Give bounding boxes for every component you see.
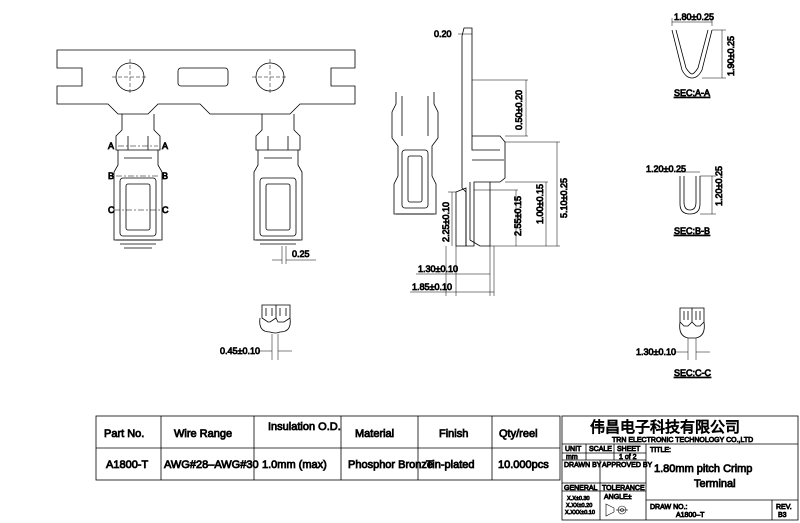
cut-label-c-right: C bbox=[162, 205, 169, 215]
dim-050-label: 0.50±0.20 bbox=[514, 90, 524, 130]
dim-180-label: 1.80±0.25 bbox=[674, 12, 714, 22]
feed-slot bbox=[177, 67, 229, 87]
section-a-a bbox=[671, 18, 726, 79]
sheet-value: 1 of 2 bbox=[619, 454, 637, 461]
sec-c-label: SEC:C-C bbox=[674, 368, 712, 378]
dim-045-label: 0.45±0.10 bbox=[220, 346, 260, 356]
dim-120b-label: 1.20±0.25 bbox=[714, 166, 724, 206]
dim-185-label: 1.85±0.10 bbox=[412, 282, 452, 292]
cut-label-a-left: A bbox=[108, 141, 114, 151]
spec-cell-insulation: 1.0mm (max) bbox=[262, 459, 327, 471]
dim-225-label: 2.25±0.10 bbox=[441, 202, 451, 242]
terminal-front-right bbox=[253, 114, 303, 245]
spec-header-finish: Finish bbox=[439, 428, 468, 440]
tolerance-label: TOLERANCE bbox=[602, 485, 645, 492]
dim-120a-label: 1.20±0.25 bbox=[646, 164, 686, 174]
scale-label: SCALE bbox=[589, 446, 612, 453]
spec-cell-material: Phosphor Bronze bbox=[348, 459, 433, 471]
spec-header-material: Material bbox=[355, 428, 394, 440]
cut-label-b-right: B bbox=[162, 171, 168, 181]
spec-cell-qty: 10.000pcs bbox=[498, 459, 549, 471]
unit-value: mm bbox=[566, 454, 578, 461]
projection-symbol-icon bbox=[605, 503, 628, 517]
terminal-top-view bbox=[391, 92, 439, 215]
carrier-strip bbox=[56, 49, 356, 115]
dim-lines-side bbox=[410, 33, 560, 296]
draw-no-label: DRAW NO.: bbox=[650, 504, 688, 511]
company-name-en: TRN ELECTRONIC TECHNOLOGY CO.,LTD bbox=[612, 437, 753, 444]
cut-label-a-right: A bbox=[162, 141, 168, 151]
tolerance-1: X.X±0.30 bbox=[567, 496, 590, 502]
rev-label: REV. bbox=[776, 504, 792, 511]
title-label: TITLE: bbox=[650, 447, 671, 454]
dim-510-label: 5.10±0.25 bbox=[559, 178, 569, 218]
terminal-side-view bbox=[455, 27, 506, 247]
dim-020-label: 0.20 bbox=[434, 29, 452, 39]
title-block bbox=[561, 415, 799, 521]
draw-no-value: A1800–T bbox=[676, 512, 705, 519]
tolerance-2: X.XX±0.20 bbox=[566, 503, 592, 509]
spec-header-part-no: Part No. bbox=[104, 428, 144, 440]
sec-b-label: SEC:B-B bbox=[674, 226, 710, 236]
dim-025-label: 0.25 bbox=[292, 249, 310, 259]
section-c-c bbox=[674, 307, 710, 360]
spec-cell-part-no: A1800-T bbox=[106, 459, 148, 471]
dim-255-label: 2.55±0.15 bbox=[513, 196, 523, 236]
angle-label: ANGLE± bbox=[604, 494, 632, 501]
spec-header-qty: Qty/reel bbox=[499, 428, 538, 440]
cut-label-b-left: B bbox=[108, 171, 114, 181]
dim-130-side-label: 1.30±0.10 bbox=[418, 264, 458, 274]
drawing-title-line1: 1.80mm pitch Crimp bbox=[654, 463, 752, 475]
spec-cell-finish: Tin-plated bbox=[426, 459, 475, 471]
section-cut-lines bbox=[114, 145, 162, 211]
drawing-title-line2: Terminal bbox=[694, 478, 736, 490]
company-name-cn: 伟昌电子科技有限公司 bbox=[590, 418, 740, 436]
spec-header-insulation-text: Insulation O.D. bbox=[268, 421, 341, 433]
terminal-front-left bbox=[113, 114, 163, 249]
drawn-by-label: DRAWN BY bbox=[564, 462, 602, 469]
dim-130c-label: 1.30±0.10 bbox=[636, 347, 676, 357]
cut-label-c-left: C bbox=[108, 205, 115, 215]
sec-a-label: SEC:A-A bbox=[674, 88, 710, 98]
spec-header-wire-range: Wire Range bbox=[174, 428, 232, 440]
spec-header-insulation: Insulation O.D. bbox=[268, 421, 341, 433]
approved-by-label: APPROVED BY bbox=[602, 462, 653, 469]
spec-cell-wire-range: AWG#28–AWG#30 bbox=[164, 459, 259, 471]
crimp-view-bottom bbox=[258, 304, 292, 360]
dim-100-label: 1.00±0.15 bbox=[535, 184, 545, 224]
dim-190-label: 1.90±0.25 bbox=[726, 36, 736, 76]
spec-table bbox=[95, 415, 561, 481]
general-label: GENERAL bbox=[564, 485, 598, 492]
tolerance-3: X.XXX±0.10 bbox=[565, 510, 595, 516]
section-b-b bbox=[679, 171, 716, 215]
dim-thickness bbox=[272, 246, 316, 264]
sheet-label: SHEET bbox=[617, 446, 641, 453]
rev-value: B3 bbox=[778, 512, 787, 519]
unit-label: UNIT bbox=[565, 446, 582, 453]
